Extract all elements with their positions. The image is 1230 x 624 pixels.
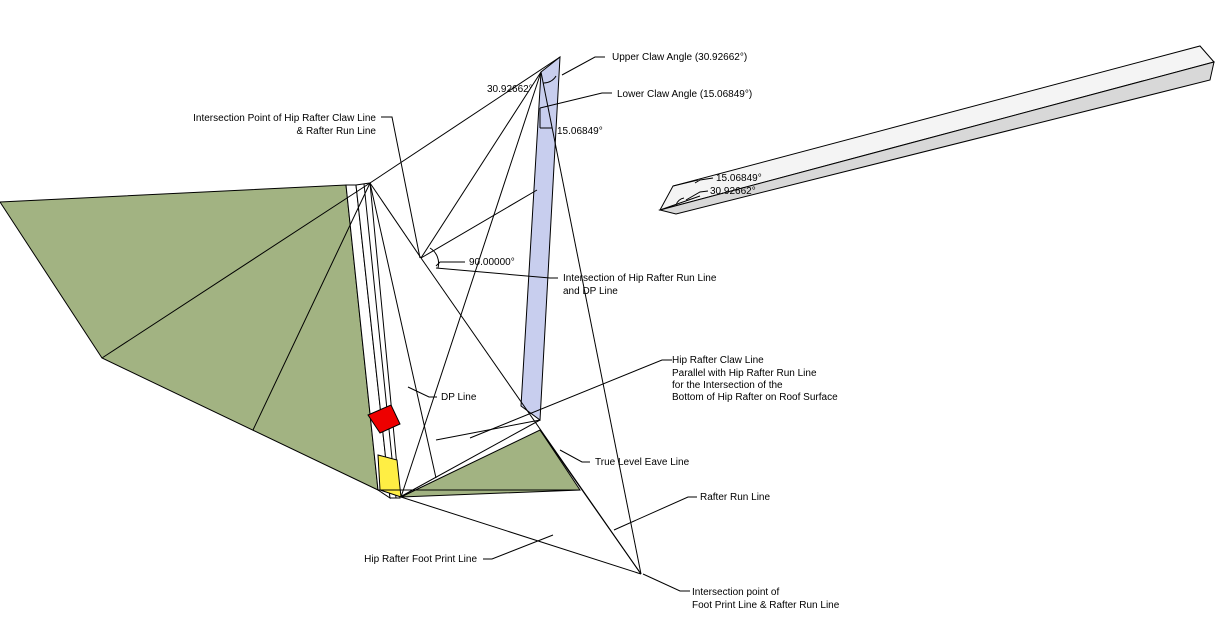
yellow-marker (377, 454, 402, 498)
label-intersection-dp-1: Intersection of Hip Rafter Run Line (563, 273, 717, 284)
label-claw-line-4: Bottom of Hip Rafter on Roof Surface (672, 392, 838, 403)
leader-foot-print (483, 534, 554, 560)
rafter-end-edge (672, 179, 699, 187)
leader-intersection-dp (435, 267, 558, 279)
dp-line (369, 182, 437, 479)
hip-run-line (400, 71, 542, 498)
rafter-3d-view (658, 45, 1215, 215)
label-intersection-dp-2: and DP Line (563, 286, 618, 297)
label-intersection-foot-1: Intersection point of (692, 587, 779, 598)
construction-lines (101, 56, 642, 575)
leader-dp (407, 386, 437, 398)
label-claw-line-1: Hip Rafter Claw Line (672, 355, 764, 366)
angle-arc-upper (542, 75, 557, 84)
leader-claw-line (469, 359, 672, 439)
dim-lower-angle: 15.06849° (557, 126, 603, 137)
label-lower-claw: Lower Claw Angle (15.06849°) (617, 89, 752, 100)
dp-line-back (369, 182, 422, 259)
rafter-dim-lower: 15.06849° (716, 173, 762, 184)
rafter-run-line (540, 71, 642, 575)
foot-print-line (400, 496, 642, 575)
label-intersection-foot-2: Foot Print Line & Rafter Run Line (692, 600, 840, 611)
leader-rafter-run (613, 496, 697, 531)
label-dp-line: DP Line (441, 392, 477, 403)
red-marker (367, 404, 401, 434)
rafter-leader-lower (694, 177, 714, 184)
leader-eave (559, 449, 590, 463)
roof-surfaces (0, 184, 581, 498)
rafter-dim-upper: 30.92662° (710, 186, 756, 197)
label-intersection-claw-2: & Rafter Run Line (297, 126, 377, 137)
label-claw-line-2: Parallel with Hip Rafter Run Line (672, 368, 817, 379)
diag-to-apex-1 (420, 71, 542, 259)
leader-upper-claw (561, 56, 605, 76)
eave-line (539, 429, 642, 575)
dim-right-angle: 90.00000° (469, 257, 515, 268)
label-intersection-claw-1: Intersection Point of Hip Rafter Claw Li… (193, 113, 376, 124)
roof-fan-line-2 (252, 182, 371, 431)
leader-90 (435, 261, 465, 267)
label-rafter-run-line: Rafter Run Line (700, 492, 770, 503)
claw-line (435, 419, 541, 441)
dim-upper-angle: 30.92662° (487, 84, 533, 95)
diag-to-apex-2 (420, 189, 538, 259)
rafter-leader-upper (685, 190, 709, 201)
roof-plane-lower (400, 429, 581, 498)
rafter-angle-arc (675, 197, 685, 206)
leader-intersection-claw (381, 116, 421, 259)
label-upper-claw: Upper Claw Angle (30.92662°) (612, 52, 747, 63)
leader-intersection-foot (642, 573, 690, 592)
label-claw-line-3: for the Intersection of the (672, 380, 783, 391)
roof-fan-line-1 (101, 182, 371, 359)
rafter-cut-edge (659, 195, 701, 211)
text-labels: Upper Claw Angle (30.92662°) Lower Claw … (193, 52, 840, 611)
rafter-side-face (658, 61, 1215, 215)
roof-plane-main (0, 184, 379, 491)
angle-arc-90 (429, 247, 440, 269)
label-eave-line: True Level Eave Line (595, 457, 690, 468)
claw-intersect-line (399, 419, 541, 498)
leader-lower-claw (539, 92, 612, 109)
leader-lines (381, 56, 697, 592)
hip-strip-edge (363, 183, 397, 499)
roof-fan-line-3 (369, 56, 561, 184)
label-foot-print-line: Hip Rafter Foot Print Line (364, 554, 477, 565)
